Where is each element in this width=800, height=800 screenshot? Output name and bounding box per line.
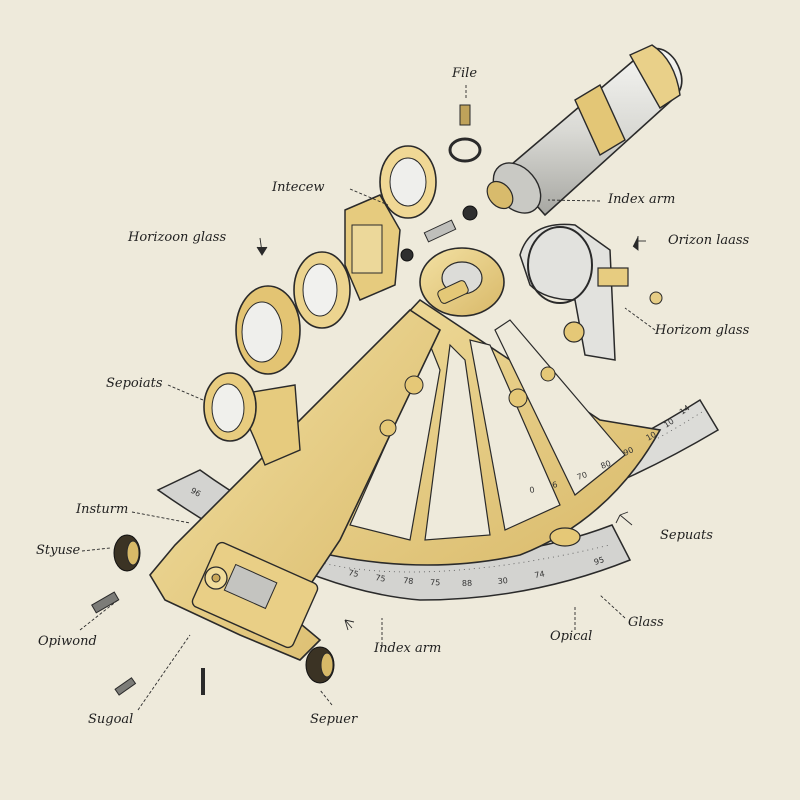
- left-knob: [113, 534, 141, 572]
- mirror-ring-2-glass: [302, 263, 338, 317]
- clamp-screw-center: [211, 573, 221, 583]
- outer-scale-tick-band: [309, 544, 611, 573]
- inner-tick-3: 80: [599, 459, 612, 471]
- label-sepuats: Sepuats: [660, 528, 713, 543]
- horizon-glass-nut: [563, 321, 585, 343]
- pivot-lever: [437, 280, 469, 304]
- outer-tick-0: 75: [348, 568, 360, 579]
- loose-washer: [549, 527, 581, 547]
- telescope: [486, 44, 683, 217]
- inner-tick-1: 6: [551, 480, 558, 490]
- mirror-housing: [344, 194, 401, 301]
- small-bolt: [400, 248, 414, 262]
- pivot-knob-4: [404, 375, 424, 395]
- loose-screw-left: [91, 591, 120, 614]
- outer-tick-5: 30: [497, 576, 508, 586]
- outer-tick-2: 78: [403, 576, 414, 586]
- label-index-arm-top: Index аrm: [608, 192, 676, 207]
- label-horizoon-glass: Horizoon glass: [128, 230, 227, 245]
- frame-cutout-3: [424, 343, 491, 541]
- label-index-arm-bottom: Index arm: [374, 641, 442, 656]
- pivot-knob-2: [508, 388, 528, 408]
- label-intecew: Intecew: [272, 180, 325, 195]
- leader-lines: [79, 85, 656, 711]
- outer-tick-4: 88: [462, 579, 472, 588]
- label-file: File: [452, 66, 478, 81]
- outer-tick-3: 75: [430, 578, 440, 587]
- label-orizon-laass: Orizon laass: [668, 233, 750, 248]
- inner-tick-0: 0: [529, 485, 536, 495]
- outer-tick-6: 74: [534, 569, 546, 580]
- label-styuse: Styuse: [36, 543, 81, 558]
- label-opiwond: Opiwond: [38, 634, 97, 649]
- inner-tick-2: 70: [576, 470, 588, 482]
- frame-cutout-5: [494, 319, 626, 496]
- horizon-glass-ring: [527, 226, 593, 304]
- label-sugoal: Sugoal: [88, 712, 134, 727]
- label-glass: Glass: [628, 615, 664, 630]
- pivot-knob-1: [540, 366, 556, 382]
- mirror-ring-3-glass: [241, 301, 283, 363]
- label-horizom-glass: Horizom glass: [655, 323, 750, 338]
- loose-screw-bottom: [114, 677, 137, 696]
- inner-tick-4: 90: [622, 445, 635, 458]
- index-nut: [462, 205, 478, 221]
- label-opical: Opical: [550, 629, 593, 644]
- inner-tick-5: 10: [645, 430, 658, 443]
- pivot-knob-3: [379, 419, 397, 437]
- index-screw: [423, 219, 457, 243]
- frame-cutout-4: [469, 339, 561, 531]
- label-sepoiats: Sepoiats: [106, 376, 163, 391]
- label-sepuer: Sepuer: [310, 712, 358, 727]
- index-window: [223, 563, 278, 610]
- right-knob: [305, 646, 335, 684]
- small-washer: [649, 291, 663, 305]
- sepoiats-ring-glass: [211, 383, 245, 433]
- horizon-glass-clip: [597, 267, 629, 287]
- label-insturm: Insturm: [76, 502, 129, 517]
- file-screw: [459, 104, 471, 126]
- left-scale-tick: 96: [189, 486, 202, 499]
- outer-scale-ticks: 75 75 78 75 88 30 74 95: [348, 555, 606, 588]
- outer-tick-7: 95: [593, 555, 605, 567]
- lens-ring-top-glass: [389, 157, 427, 207]
- outer-tick-1: 75: [375, 573, 387, 584]
- file-washer: [448, 137, 482, 163]
